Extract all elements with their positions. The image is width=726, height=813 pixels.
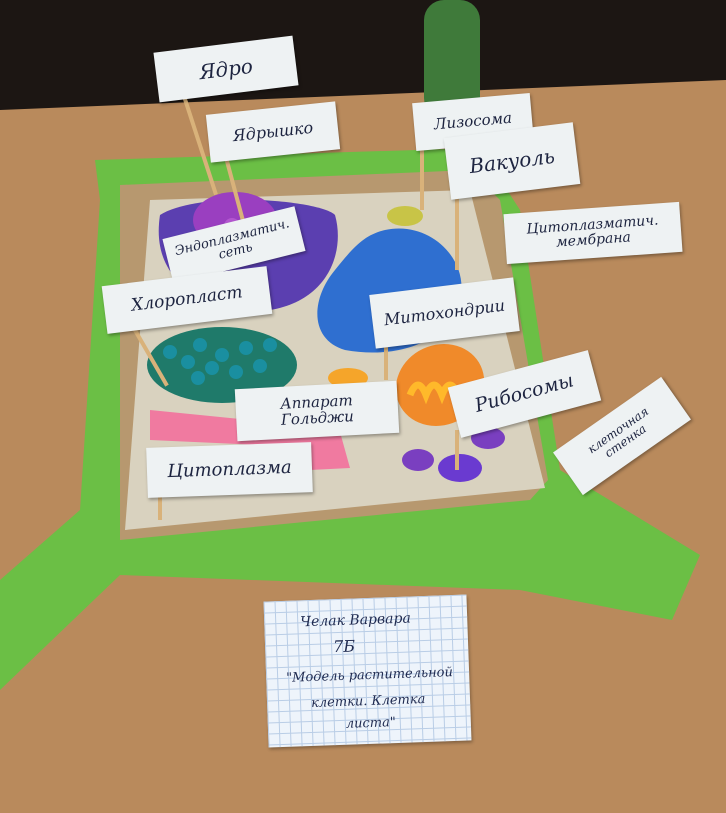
- chloroplast-grana: [163, 338, 277, 385]
- label-golgi-apparatus: Аппарат Гольджи: [234, 380, 400, 442]
- note-title-line: "Модель растительной: [285, 665, 454, 686]
- toothpick: [455, 430, 459, 470]
- toothpick: [420, 145, 424, 210]
- handwritten-note: Челак Варвара 7Б "Модель растительной кл…: [263, 594, 472, 748]
- toothpick: [384, 345, 388, 380]
- note-title-line: клетки. Клетка: [310, 692, 426, 711]
- toothpick: [158, 490, 162, 520]
- lysosome: [387, 206, 423, 226]
- label-line: мембрана: [555, 229, 632, 251]
- ribosome: [438, 454, 482, 482]
- label-line: Гольджи: [280, 407, 355, 429]
- label-cytoplasm: Цитоплазма: [146, 442, 313, 498]
- note-title-line: листа": [345, 715, 397, 732]
- toothpick: [455, 195, 459, 270]
- note-class: 7Б: [332, 636, 356, 657]
- mitochondrion-cristae: [406, 381, 462, 405]
- ribosome: [402, 449, 434, 471]
- plant-leaf: [424, 0, 480, 118]
- chloroplast: [147, 327, 297, 403]
- note-author: Челак Варвара: [299, 610, 412, 631]
